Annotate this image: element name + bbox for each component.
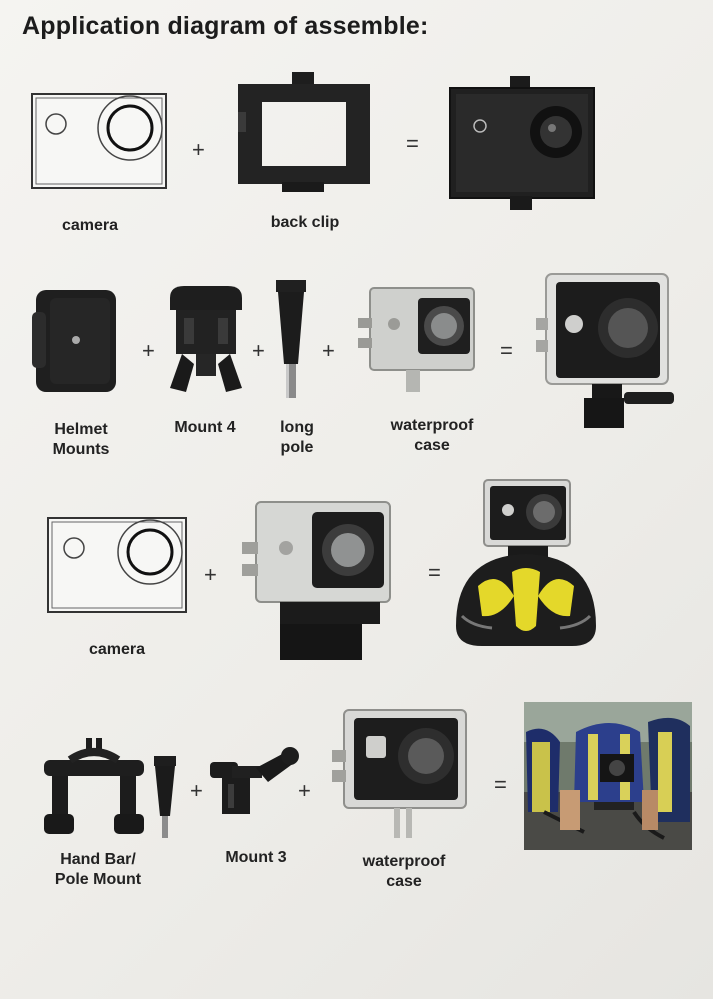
label-mount4: Mount 4 — [174, 419, 236, 436]
label-long-pole-line1: long — [280, 419, 314, 436]
label-hand-bar-line2: Pole Mount — [54, 871, 142, 888]
plus-sign: + — [204, 562, 217, 587]
waterproof-case-with-mount-image — [240, 498, 394, 664]
mount4-image — [164, 284, 248, 398]
back-clip-image — [234, 72, 374, 196]
plus-sign: + — [190, 778, 203, 803]
label-waterproof-case-line1: waterproof — [390, 417, 474, 434]
label-hand-bar-line1: Hand Bar/ — [60, 851, 136, 868]
equals-sign: = — [494, 772, 507, 797]
plus-sign: + — [298, 778, 311, 803]
label-waterproof-case: waterproof case — [342, 852, 466, 892]
equals-sign: = — [428, 560, 441, 585]
label-helmet-mounts: Helmet Mounts — [38, 420, 124, 460]
camera-in-back-clip-image — [448, 76, 596, 212]
label-helmet-mounts-line2: Mounts — [52, 441, 110, 458]
label-camera: camera — [88, 641, 146, 658]
camera-on-helmet-image — [452, 476, 600, 666]
label-hand-bar-pole-mount: Hand Bar/ Pole Mount — [46, 850, 150, 890]
label-back-clip: back clip — [270, 214, 340, 231]
label-helmet-mounts-line1: Helmet — [54, 421, 108, 438]
page-title: Application diagram of assemble: — [22, 12, 429, 40]
label-waterproof-case-line1: waterproof — [362, 853, 446, 870]
mount3-image — [206, 740, 300, 818]
waterproof-case-image — [330, 706, 472, 840]
camera-outline-illustration — [46, 516, 188, 614]
equals-sign: = — [500, 338, 513, 363]
equals-sign: = — [406, 131, 419, 156]
label-long-pole: long pole — [262, 418, 332, 458]
label-waterproof-case-line2: case — [386, 873, 422, 890]
long-pole-image — [272, 280, 312, 402]
camera-outline-illustration — [30, 92, 168, 190]
short-pole-image — [152, 756, 178, 840]
plus-sign: + — [142, 338, 155, 363]
label-waterproof-case-line2: case — [414, 437, 450, 454]
label-mount3: Mount 3 — [225, 849, 287, 866]
plus-sign: + — [192, 137, 205, 162]
label-long-pole-line2: pole — [280, 439, 314, 456]
plus-sign: + — [252, 338, 265, 363]
cyclist-photo — [524, 702, 692, 850]
waterproof-case-image — [356, 284, 482, 394]
camera-in-case-with-mount-image — [534, 268, 678, 432]
helmet-mount-image — [30, 288, 120, 394]
plus-sign: + — [322, 338, 335, 363]
label-waterproof-case: waterproof case — [370, 416, 494, 456]
hand-bar-pole-mount-image — [42, 736, 146, 836]
label-camera: camera — [61, 217, 119, 234]
